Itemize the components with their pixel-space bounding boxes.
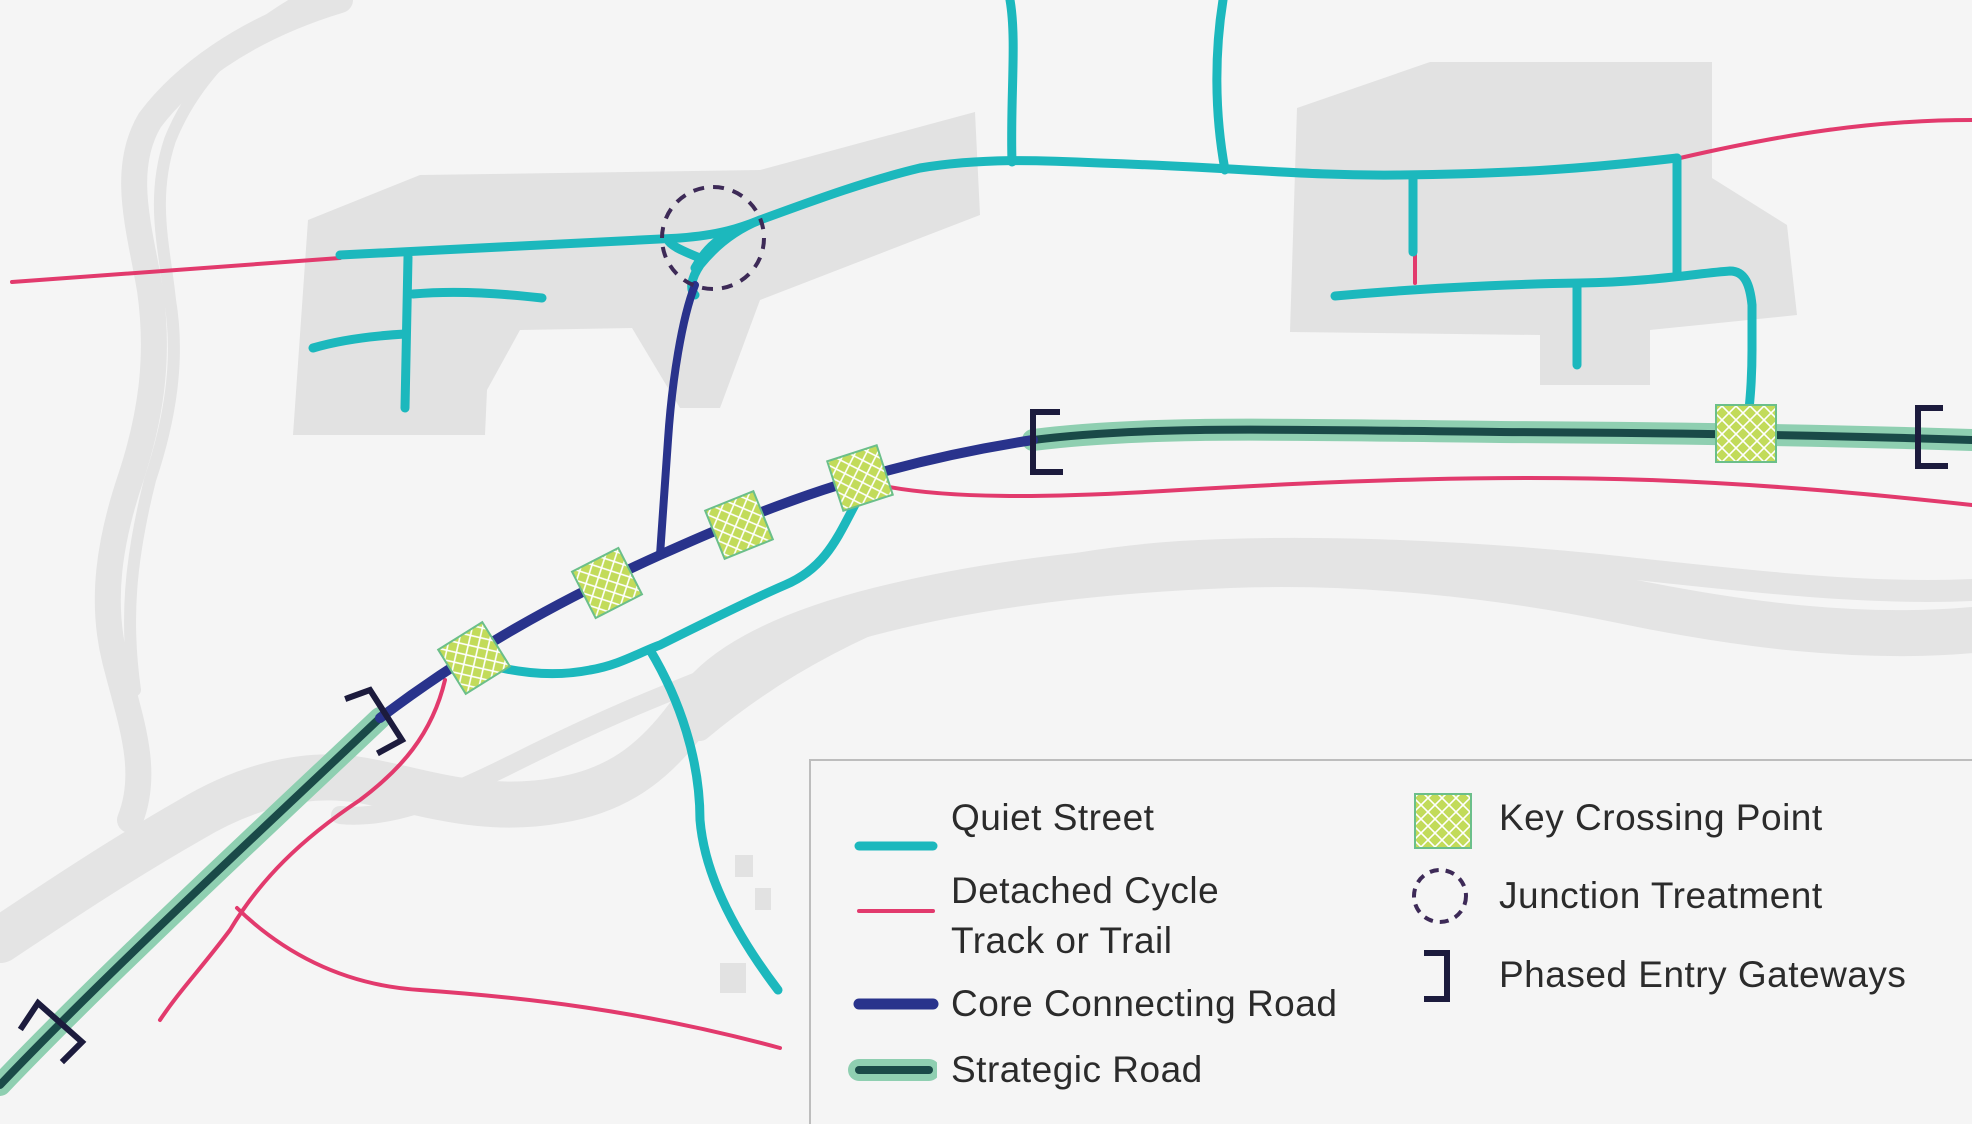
bracket-icon [1915, 405, 1948, 469]
crossing-hatch-icon [1715, 404, 1777, 463]
bracket-icon [344, 686, 407, 757]
dashed-circle-icon [1412, 868, 1468, 924]
crossing-hatch-icon [570, 546, 644, 620]
legend-label-cycle-track-line2: Track or Trail [951, 920, 1173, 961]
cycle-track-line [857, 909, 935, 913]
key-crossing-points [436, 404, 1777, 696]
strategic-road [0, 418, 1972, 1096]
legend-label-gateways: Phased Entry Gateways [1499, 954, 1907, 995]
quiet-streets [308, 0, 1757, 995]
legend-label-cycle-track: Detached Cycle [951, 870, 1220, 911]
strategic-road-line [848, 1059, 937, 1081]
legend-label-key-crossing: Key Crossing Point [1499, 797, 1823, 838]
crossing-hatch-icon [703, 489, 775, 561]
quiet-street-line [854, 841, 938, 851]
phased-entry-gateways [17, 405, 1948, 1065]
crossing-hatch-icon [436, 620, 512, 696]
map-legend: Quiet Street Detached Cycle Track or Tra… [809, 759, 1972, 1124]
river-channels [0, 0, 1972, 963]
crossing-hatch-icon [1414, 793, 1472, 849]
detached-cycle-tracks [10, 118, 1972, 1050]
legend-label-junction: Junction Treatment [1499, 875, 1823, 916]
junction-treatment-icon [660, 185, 766, 291]
legend-label-quiet-street: Quiet Street [951, 797, 1155, 838]
crossing-hatch-icon [825, 443, 895, 513]
bracket-icon [1030, 409, 1063, 475]
bracket-icon [1424, 950, 1450, 1002]
land-blocks [293, 62, 1797, 993]
legend-label-strategic-road: Strategic Road [951, 1049, 1203, 1090]
legend-label-core-road: Core Connecting Road [951, 983, 1338, 1024]
bracket-icon [17, 998, 87, 1065]
core-road-line [853, 998, 939, 1010]
